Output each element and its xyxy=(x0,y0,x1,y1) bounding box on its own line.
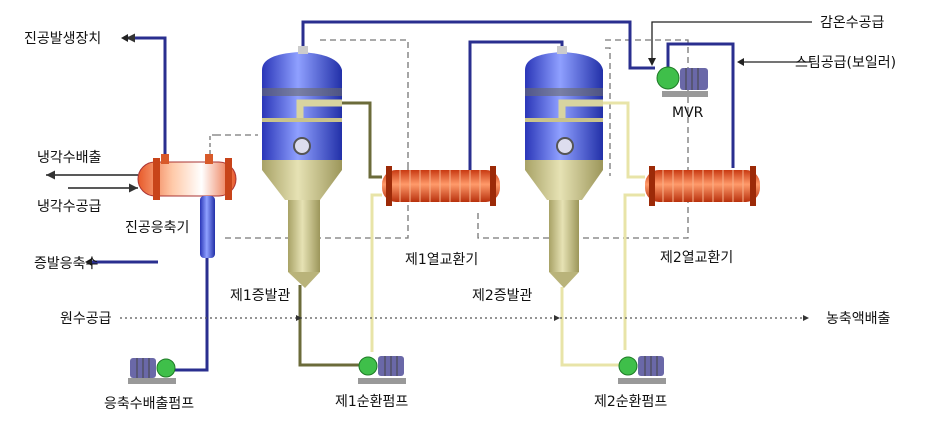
label-second-circulation-pump: 제2순환펌프 xyxy=(594,394,667,410)
label-concentrate-discharge: 농축액배출 xyxy=(826,311,891,327)
label-desuperheating-water-supply: 감온수공급 xyxy=(820,15,885,31)
vacuum-arrow-head xyxy=(121,34,128,42)
second-circulation-pump xyxy=(618,356,666,384)
first-heat-exchanger xyxy=(382,166,500,206)
label-mvr: MVR xyxy=(672,105,704,121)
mvr-compressor xyxy=(656,66,708,97)
first-circulation-pump xyxy=(358,356,406,384)
label-cooling-water-supply: 냉각수공급 xyxy=(37,199,102,215)
condensate-discharge-pump xyxy=(128,358,176,384)
second-evaporator xyxy=(525,46,603,288)
liquid-lines xyxy=(298,101,645,367)
label-vacuum-generator: 진공발생장치 xyxy=(24,31,101,47)
label-second-heat-exchanger: 제2열교환기 xyxy=(660,250,733,266)
condensate-arrow-head xyxy=(85,258,92,266)
label-steam-supply: 스팀공급(보일러) xyxy=(795,55,896,71)
label-cooling-water-discharge: 냉각수배출 xyxy=(37,150,102,166)
concentrate-arrow xyxy=(803,315,809,321)
steam-arrow-head xyxy=(737,58,744,66)
label-raw-water-supply: 원수공급 xyxy=(60,311,112,327)
desuperheating-supply-line xyxy=(651,21,812,62)
label-condensate-discharge-pump: 응축수배출펌프 xyxy=(104,396,194,412)
label-first-circulation-pump: 제1순환펌프 xyxy=(335,394,408,410)
label-evaporation-condensate: 증발응축수 xyxy=(34,256,99,272)
label-first-heat-exchanger: 제1열교환기 xyxy=(405,252,478,268)
label-first-evaporator: 제1증발관 xyxy=(230,288,291,304)
label-vacuum-condenser: 진공응축기 xyxy=(125,220,189,236)
first-evaporator xyxy=(262,46,342,288)
second-heat-exchanger xyxy=(645,166,760,206)
raw-water-arrow-1 xyxy=(296,315,302,321)
desuperheating-arrow-head xyxy=(648,58,656,66)
raw-water-arrow-2 xyxy=(554,315,560,321)
label-second-evaporator: 제2증발관 xyxy=(472,288,533,304)
vacuum-condenser xyxy=(137,134,237,258)
